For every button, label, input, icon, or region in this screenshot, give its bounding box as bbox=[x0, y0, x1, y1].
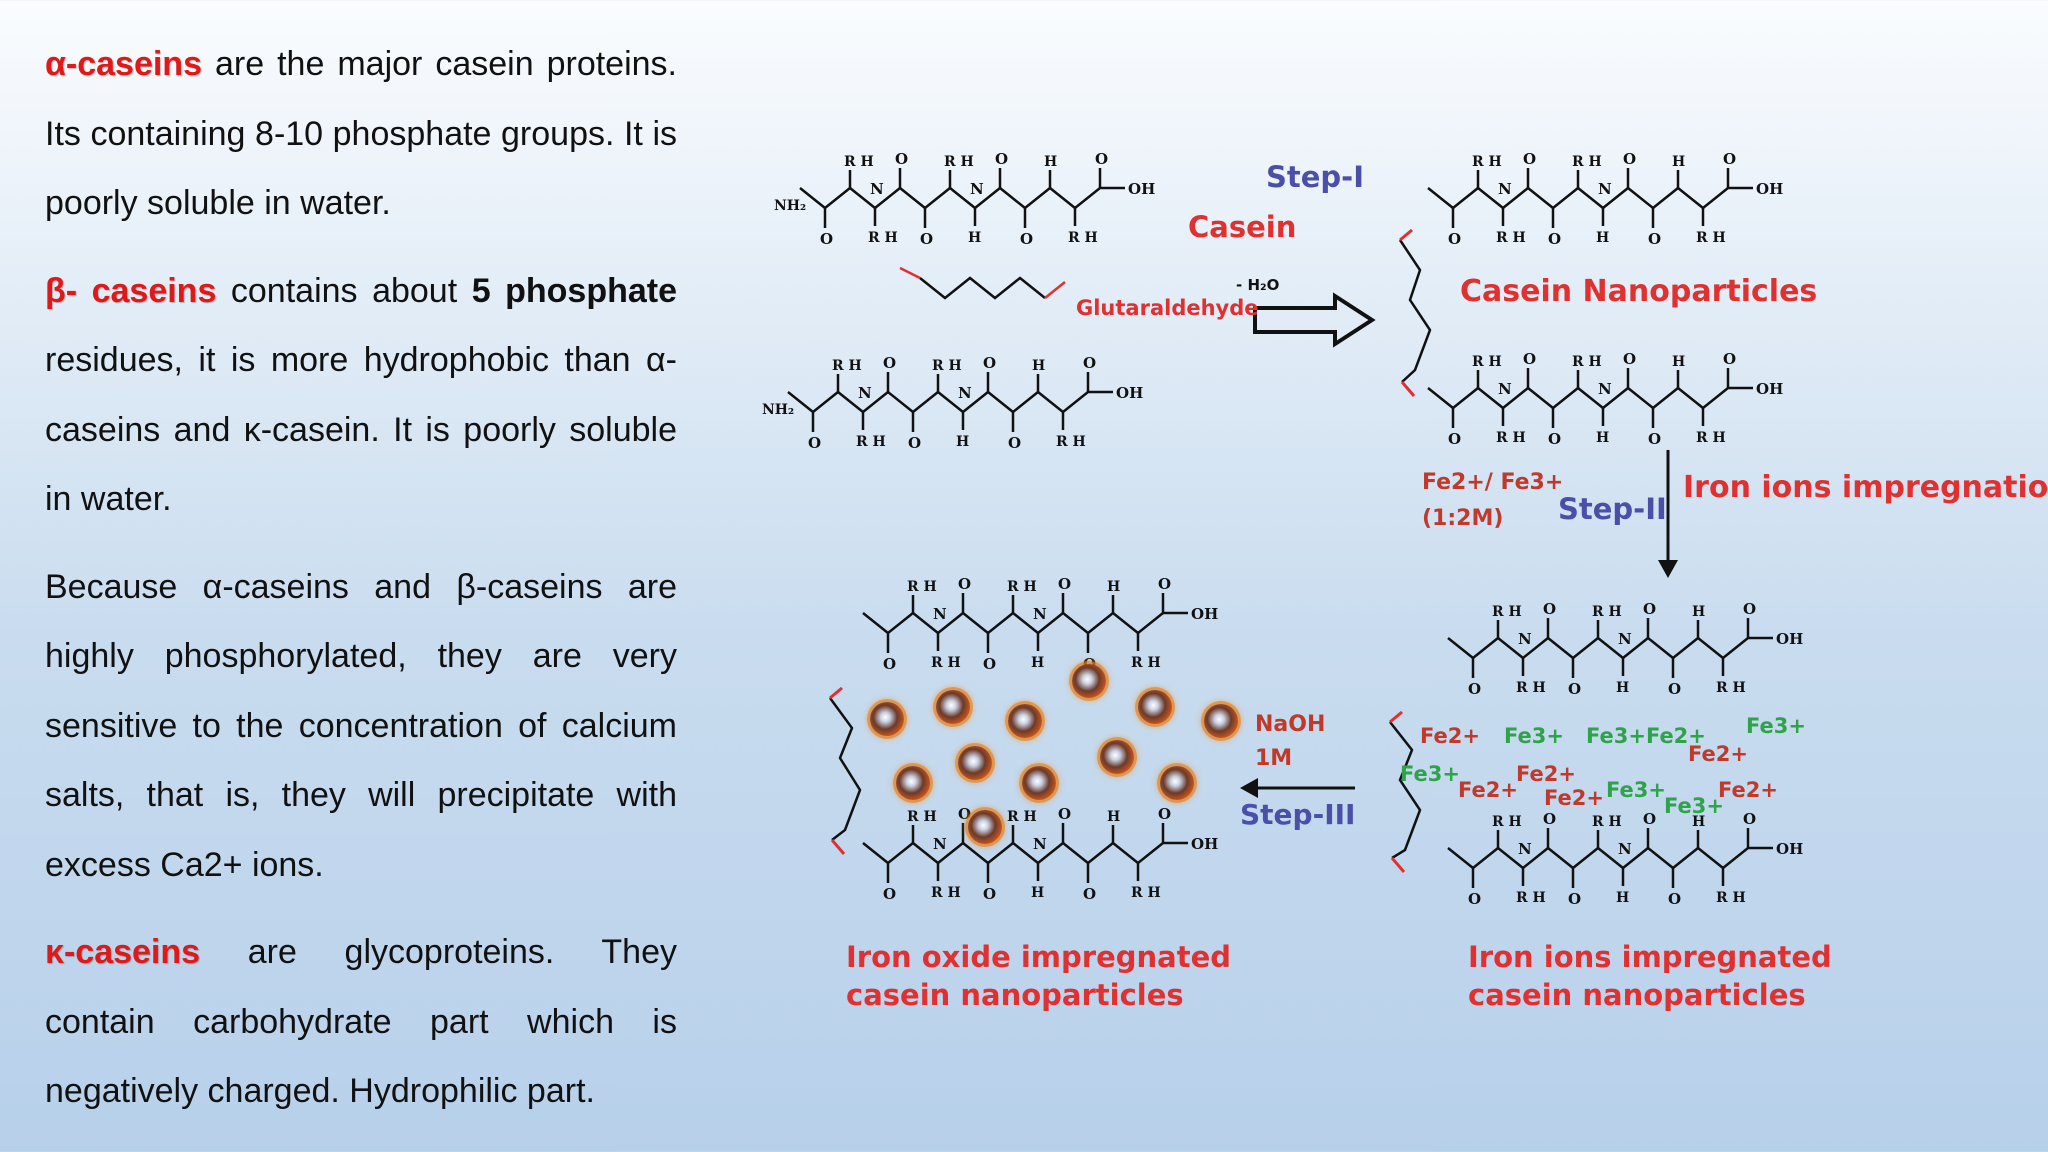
ion-label: Fe3+ bbox=[1746, 714, 1806, 738]
iron-oxide-nanoparticle bbox=[1204, 704, 1238, 738]
crosslinker-bottom-left bbox=[828, 697, 862, 841]
synthesis-diagram: O O O O O O R H R H H R H H R H N N OH N… bbox=[760, 130, 2048, 1030]
kappa-casein-term: κ-caseins bbox=[45, 933, 201, 971]
beta-casein-text: residues, it is more hydrophobic than α-… bbox=[45, 341, 677, 518]
kappa-casein-text: are glycoproteins. They contain carbohyd… bbox=[45, 933, 677, 1110]
iron-oxide-nanoparticle bbox=[936, 690, 970, 724]
iron-oxide-nanoparticle bbox=[1100, 740, 1134, 774]
reaction-scheme-drawing: O O O O O O R H R H H R H H R H N N OH N… bbox=[762, 148, 1805, 910]
glutaraldehyde-label: Glutaraldehyde bbox=[1076, 296, 1259, 320]
iron-impregnation-label: Iron ions impregnation bbox=[1683, 470, 2048, 505]
alpha-casein-paragraph: α-caseins are the major casein proteins.… bbox=[45, 30, 677, 239]
ion-label: Fe3+ bbox=[1664, 794, 1724, 818]
text-column: α-caseins are the major casein proteins.… bbox=[45, 30, 677, 1145]
iron-oxide-nanoparticle bbox=[968, 810, 1002, 844]
ion-label: Fe2+ bbox=[1718, 778, 1778, 802]
ion-label: Fe3+ bbox=[1400, 762, 1460, 786]
glutaraldehyde-structure bbox=[899, 266, 1066, 300]
svg-text:NH₂: NH₂ bbox=[774, 198, 806, 214]
casein-label: Casein bbox=[1188, 210, 1297, 244]
iron-oxide-nanoparticle bbox=[1160, 766, 1194, 800]
iron-oxide-nanoparticle bbox=[870, 702, 904, 736]
iron-oxide-nanoparticle bbox=[1008, 704, 1042, 738]
iron-ions-caption-line2: casein nanoparticles bbox=[1468, 978, 1806, 1012]
iron-oxide-nanoparticle bbox=[958, 746, 992, 780]
kappa-casein-paragraph: κ-caseins are glycoproteins. They contai… bbox=[45, 918, 677, 1127]
ion-label: Fe3+ bbox=[1504, 724, 1564, 748]
ion-label: Fe2+ bbox=[1420, 724, 1480, 748]
iron-oxide-caption: Iron oxide impregnated casein nanopartic… bbox=[846, 938, 1231, 1014]
casein-chain-top bbox=[798, 148, 1157, 250]
ion-label: Fe3+Fe2+ bbox=[1586, 724, 1706, 748]
fe-ratio-label-1: Fe2+/ Fe3+ bbox=[1422, 470, 1564, 495]
water-loss-label: - H₂O bbox=[1236, 276, 1280, 294]
beta-casein-text-mid: contains about bbox=[216, 271, 472, 310]
naoh-label-1: NaOH bbox=[1255, 712, 1326, 737]
ion-label: Fe3+ bbox=[1606, 778, 1666, 802]
crosslinker-top-right bbox=[1398, 239, 1432, 383]
ion-label: Fe2+ bbox=[1458, 778, 1518, 802]
step2-label: Step-II bbox=[1558, 492, 1667, 526]
iron-ions-caption: Iron ions impregnated casein nanoparticl… bbox=[1468, 938, 1832, 1014]
alpha-casein-term: α-caseins bbox=[45, 45, 202, 83]
alpha-casein-text: are the major casein proteins. Its conta… bbox=[45, 45, 677, 222]
casein-nanoparticles-label: Casein Nanoparticles bbox=[1460, 274, 1818, 309]
naoh-label-2: 1M bbox=[1255, 746, 1293, 771]
phosphorylation-paragraph: Because α-caseins and β-caseins are high… bbox=[45, 567, 677, 884]
step1-label: Step-I bbox=[1266, 160, 1365, 194]
ion-label: Fe2+ bbox=[1688, 742, 1748, 766]
iron-oxide-nanoparticle bbox=[896, 766, 930, 800]
step3-label: Step-III bbox=[1240, 798, 1356, 831]
iron-oxide-caption-line2: casein nanoparticles bbox=[846, 978, 1184, 1012]
iron-oxide-nanoparticle bbox=[1138, 690, 1172, 724]
casein-chain-bottom bbox=[786, 352, 1145, 454]
beta-casein-term: β- caseins bbox=[45, 271, 217, 310]
ion-label: Fe2+ bbox=[1516, 762, 1576, 786]
iron-ions-caption-line1: Iron ions impregnated bbox=[1468, 940, 1832, 974]
svg-text:NH₂: NH₂ bbox=[762, 402, 794, 418]
iron-oxide-caption-line1: Iron oxide impregnated bbox=[846, 940, 1232, 974]
crosslinker-bottom-right bbox=[1389, 721, 1422, 860]
beta-casein-paragraph: β- caseins contains about 5 phosphate re… bbox=[45, 257, 677, 535]
ion-label: Fe2+ bbox=[1544, 786, 1604, 810]
iron-oxide-nanoparticle bbox=[1072, 664, 1106, 698]
beta-casein-bold: 5 phosphate bbox=[471, 271, 678, 310]
iron-oxide-nanoparticle bbox=[1022, 766, 1056, 800]
fe-ratio-label-2: (1:2M) bbox=[1422, 506, 1504, 531]
step1-arrow bbox=[1253, 292, 1376, 348]
